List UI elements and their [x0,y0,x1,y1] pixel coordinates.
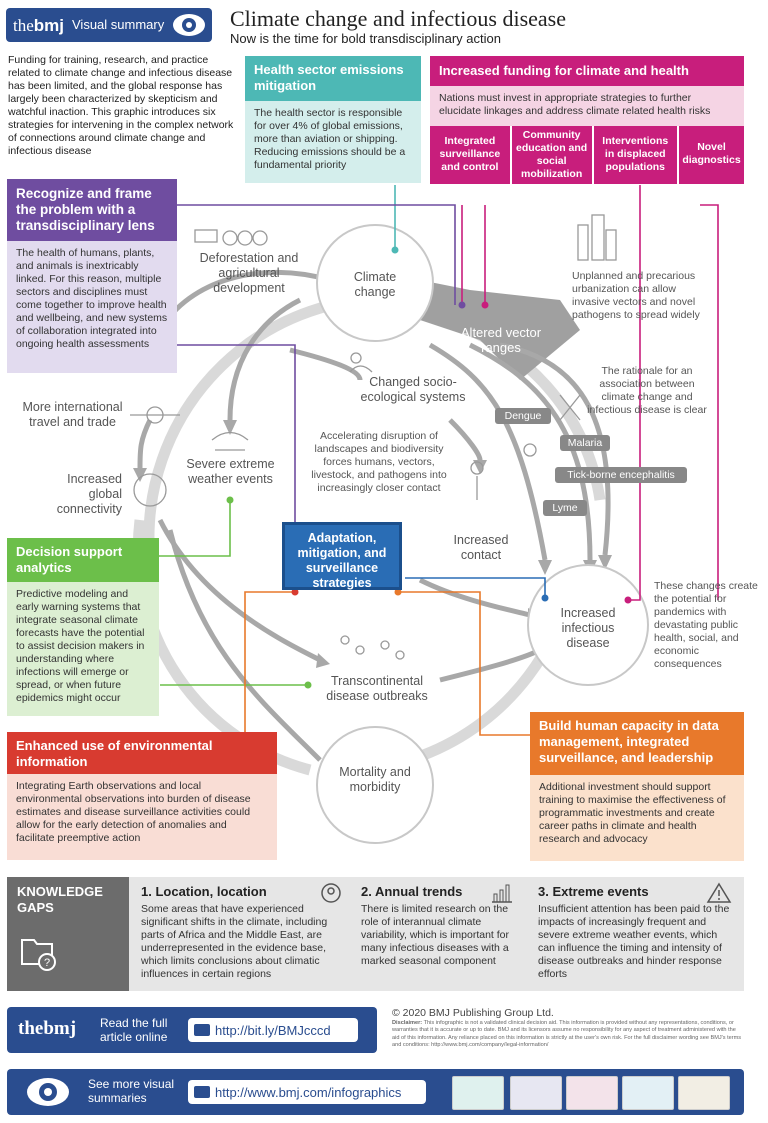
footer-bmj-logo[interactable]: thebmj [18,1018,77,1039]
deforestation-label: Deforestation and agricultural developme… [199,251,299,295]
knowledge-gaps-label-box [7,877,129,991]
gap-2-title: 2. Annual trends [361,884,463,899]
read-article-label: Read the full article online [100,1016,168,1044]
summary-thumbnail[interactable] [510,1076,562,1110]
funding-item: Novel diagnostics [678,126,744,184]
bar-chart-icon [490,882,514,904]
socio-ecological-label: Changed socio-ecological systems [360,375,466,404]
knowledge-gaps-label: KNOWLEDGE GAPS [17,884,103,915]
gap-3-body: Insufficient attention has been paid to … [538,903,730,980]
summary-thumbnail[interactable] [678,1076,730,1110]
disclaimer-text: This infographic is not a validated clin… [392,1020,742,1049]
article-link[interactable]: http://bit.ly/BMJcccd [188,1018,358,1042]
rationale-text: The rationale for an association between… [587,365,707,416]
climate-change-node: Climate change [353,270,397,299]
diagram-graphics [130,185,719,844]
capacity-body: Additional investment should support tra… [530,775,744,861]
mortality-node: Mortality and morbidity [339,765,411,794]
copyright: © 2020 BMJ Publishing Group Ltd. [392,1007,554,1019]
disease-pill-dengue: Dengue [495,408,551,424]
increased-infectious-node: Increased infectious disease [560,606,616,650]
disease-pill-lyme: Lyme [543,500,587,516]
article-url[interactable]: http://bit.ly/BMJcccd [215,1022,331,1038]
decision-title: Decision support analytics [7,538,159,582]
environmental-title: Enhanced use of environmental informatio… [7,732,277,774]
travel-trade-label: More international travel and trade [22,400,123,429]
visual-summary-label: Visual summary [72,17,165,32]
summary-thumbnail[interactable] [622,1076,674,1110]
funding-item: Interventions in displaced populations [593,126,677,184]
bmj-logo[interactable]: thebmj [13,16,65,35]
funding-item: Integrated surveillance and control [430,126,510,184]
gap-3-title: 3. Extreme events [538,884,649,899]
warning-icon [706,882,732,904]
disease-pill-tbe: Tick-borne encephalitis [555,467,687,483]
health-sector-title: Health sector emissions mitigation [245,56,421,101]
funding-body: Nations must invest in appropriate strat… [430,86,744,126]
severe-weather-label: Severe extreme weather events [186,457,275,486]
bmj-link-icon [194,1086,210,1098]
accelerating-text: Accelerating disruption of landscapes an… [311,430,447,494]
these-changes-text: These changes create the potential for p… [654,580,758,670]
disease-pill-malaria: Malaria [560,435,610,451]
disclaimer-label: Disclaimer: [392,1020,423,1026]
adaptation-box: Adaptation, mitigation, and surveillance… [282,522,402,590]
recognize-title: Recognize and frame the problem with a t… [7,179,177,241]
gap-1-title: 1. Location, location [141,884,267,899]
disclaimer: Disclaimer: This infographic is not a va… [392,1020,744,1050]
svg-text:?: ? [44,957,50,969]
environmental-body: Integrating Earth observations and local… [7,774,277,860]
decision-body: Predictive modeling and early warning sy… [7,582,159,716]
health-sector-body: The health sector is responsible for ove… [245,101,421,183]
transcontinental-label: Transcontinental disease outbreaks [326,674,428,703]
global-connectivity-label: Increased global connectivity [56,472,122,516]
intro-text: Funding for training, research, and prac… [8,54,234,157]
summary-thumbnail[interactable] [452,1076,504,1110]
recognize-body: The health of humans, plants, and animal… [7,241,177,373]
increased-contact-label: Increased contact [453,533,509,562]
infographics-link[interactable]: http://www.bmj.com/infographics [188,1080,426,1104]
capacity-title: Build human capacity in data management,… [530,712,744,775]
gap-1-body: Some areas that have experienced signifi… [141,903,328,980]
altered-vector-ranges: Altered vector ranges [460,325,542,355]
location-pin-icon [320,882,342,904]
folder-question-icon: ? [20,932,60,972]
bmj-link-icon [194,1024,210,1036]
funding-item: Community education and social mobilizat… [511,126,592,184]
page-title: Climate change and infectious disease [230,6,566,31]
funding-items: Integrated surveillance and control Comm… [430,126,744,184]
eye-icon [172,12,206,38]
gap-2-body: There is limited research on the role of… [361,903,510,967]
knowledge-gaps-panel [7,877,744,991]
more-summaries-label: See more visual summaries [88,1077,175,1105]
footer-eye-icon [26,1076,70,1108]
urbanization-text: Unplanned and precarious urbanization ca… [572,270,700,321]
page-subtitle: Now is the time for bold transdisciplina… [230,31,501,46]
summary-thumbnail[interactable] [566,1076,618,1110]
funding-title: Increased funding for climate and health [430,56,744,86]
infographics-url[interactable]: http://www.bmj.com/infographics [215,1084,402,1100]
